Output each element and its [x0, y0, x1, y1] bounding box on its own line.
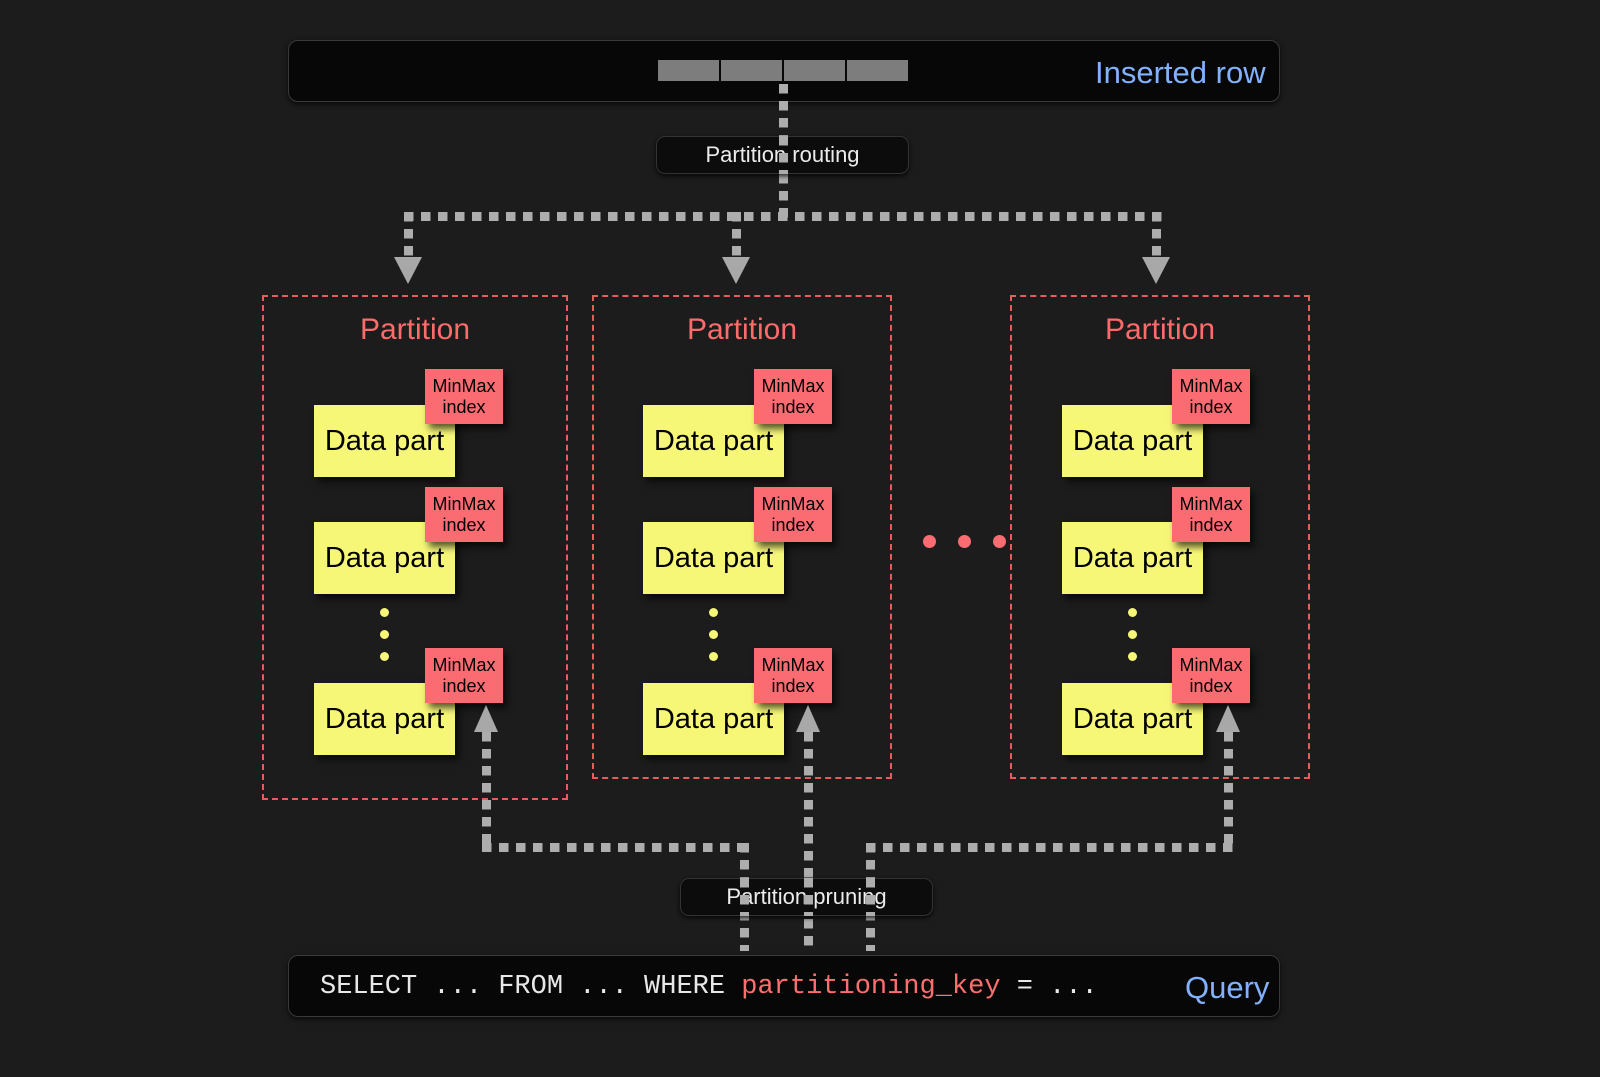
minmax-line-1: MinMax — [1179, 494, 1243, 515]
partition-ellipsis — [923, 535, 1006, 548]
minmax-line-2: index — [771, 514, 815, 535]
minmax-line-1: MinMax — [761, 655, 825, 676]
data-part-label: Data part — [324, 541, 445, 574]
inserted-row-cells — [658, 60, 908, 81]
ellipsis-dot — [709, 630, 718, 639]
minmax-index-box: MinMax index — [1172, 648, 1250, 703]
inserted-row-label: Inserted row — [1095, 55, 1266, 90]
data-part-label: Data part — [1072, 702, 1193, 735]
ellipsis-dot — [1128, 652, 1137, 661]
partition-distribution-bus — [404, 212, 1163, 221]
connector-through-pruning-2 — [804, 878, 813, 916]
minmax-index-box: MinMax index — [425, 648, 503, 703]
minmax-line-1: MinMax — [432, 655, 496, 676]
minmax-index-box: MinMax index — [754, 648, 832, 703]
data-part-label: Data part — [324, 424, 445, 457]
connector-pruning-bus-right — [866, 843, 1233, 852]
connector-bus-to-partition-1 — [404, 212, 413, 260]
minmax-line-1: MinMax — [761, 376, 825, 397]
data-part-ellipsis — [380, 608, 389, 674]
row-cell — [847, 60, 908, 81]
data-part-label: Data part — [1072, 541, 1193, 574]
data-part-label: Data part — [653, 541, 774, 574]
row-cell — [658, 60, 719, 81]
row-cell — [784, 60, 845, 81]
partition-title: Partition — [1104, 313, 1216, 346]
minmax-line-2: index — [771, 396, 815, 417]
ellipsis-dot — [380, 630, 389, 639]
query-statement: SELECT ... FROM ... WHERE partitioning_k… — [320, 972, 1098, 1002]
minmax-line-2: index — [1189, 675, 1233, 696]
data-part-label: Data part — [653, 702, 774, 735]
ellipsis-dot — [1128, 608, 1137, 617]
minmax-index-box: MinMax index — [754, 369, 832, 424]
ellipsis-dot — [993, 535, 1006, 548]
connector-partition-1-to-pruning — [482, 732, 491, 847]
partition-box-1: Partition — [262, 295, 568, 800]
connector-through-routing — [779, 136, 788, 174]
connector-bus-to-partition-3 — [1152, 212, 1161, 260]
arrow-down-partition-3 — [1142, 257, 1170, 284]
query-bar — [288, 955, 1280, 1017]
data-part-ellipsis — [709, 608, 718, 674]
minmax-line-2: index — [442, 514, 486, 535]
minmax-line-2: index — [1189, 514, 1233, 535]
query-label: Query — [1185, 970, 1270, 1005]
ellipsis-dot — [958, 535, 971, 548]
minmax-line-2: index — [1189, 396, 1233, 417]
connector-partition-2-to-pruning — [804, 732, 813, 951]
data-part-label: Data part — [324, 702, 445, 735]
minmax-line-2: index — [442, 675, 486, 696]
arrow-down-partition-2 — [722, 257, 750, 284]
arrow-up-partition-3 — [1216, 705, 1240, 732]
data-part-label: Data part — [653, 424, 774, 457]
ellipsis-dot — [380, 652, 389, 661]
ellipsis-dot — [709, 652, 718, 661]
partition-box-2: Partition — [592, 295, 892, 779]
minmax-line-1: MinMax — [432, 494, 496, 515]
data-part-label: Data part — [1072, 424, 1193, 457]
ellipsis-dot — [923, 535, 936, 548]
data-part-box: Data part — [314, 405, 455, 477]
minmax-index-box: MinMax index — [1172, 487, 1250, 542]
connector-through-pruning-1 — [740, 878, 749, 916]
connector-row-to-routing — [779, 84, 788, 139]
arrow-down-partition-1 — [394, 257, 422, 284]
minmax-line-1: MinMax — [432, 376, 496, 397]
minmax-index-box: MinMax index — [425, 487, 503, 542]
minmax-index-box: MinMax index — [754, 487, 832, 542]
minmax-line-1: MinMax — [1179, 655, 1243, 676]
partition-title: Partition — [359, 313, 471, 346]
ellipsis-dot — [709, 608, 718, 617]
minmax-index-box: MinMax index — [1172, 369, 1250, 424]
partition-box-3: Partition — [1010, 295, 1310, 779]
query-prefix: SELECT ... FROM ... WHERE — [320, 972, 742, 1002]
query-suffix: = ... — [1000, 972, 1098, 1002]
query-partitioning-key: partitioning_key — [741, 972, 1001, 1002]
data-part-ellipsis — [1128, 608, 1137, 674]
connector-bus-to-partition-2 — [732, 212, 741, 260]
ellipsis-dot — [380, 608, 389, 617]
minmax-line-2: index — [442, 396, 486, 417]
arrow-up-partition-1 — [474, 705, 498, 732]
partition-title: Partition — [686, 313, 798, 346]
connector-partition-3-to-pruning — [1224, 732, 1233, 847]
connector-routing-to-bus — [779, 174, 788, 218]
minmax-line-2: index — [771, 675, 815, 696]
row-cell — [721, 60, 782, 81]
connector-through-pruning-3 — [866, 878, 875, 916]
minmax-line-1: MinMax — [1179, 376, 1243, 397]
arrow-up-partition-2 — [796, 705, 820, 732]
data-part-box: Data part — [643, 683, 784, 755]
ellipsis-dot — [1128, 630, 1137, 639]
minmax-index-box: MinMax index — [425, 369, 503, 424]
minmax-line-1: MinMax — [761, 494, 825, 515]
connector-pruning-bus-left — [482, 843, 748, 852]
